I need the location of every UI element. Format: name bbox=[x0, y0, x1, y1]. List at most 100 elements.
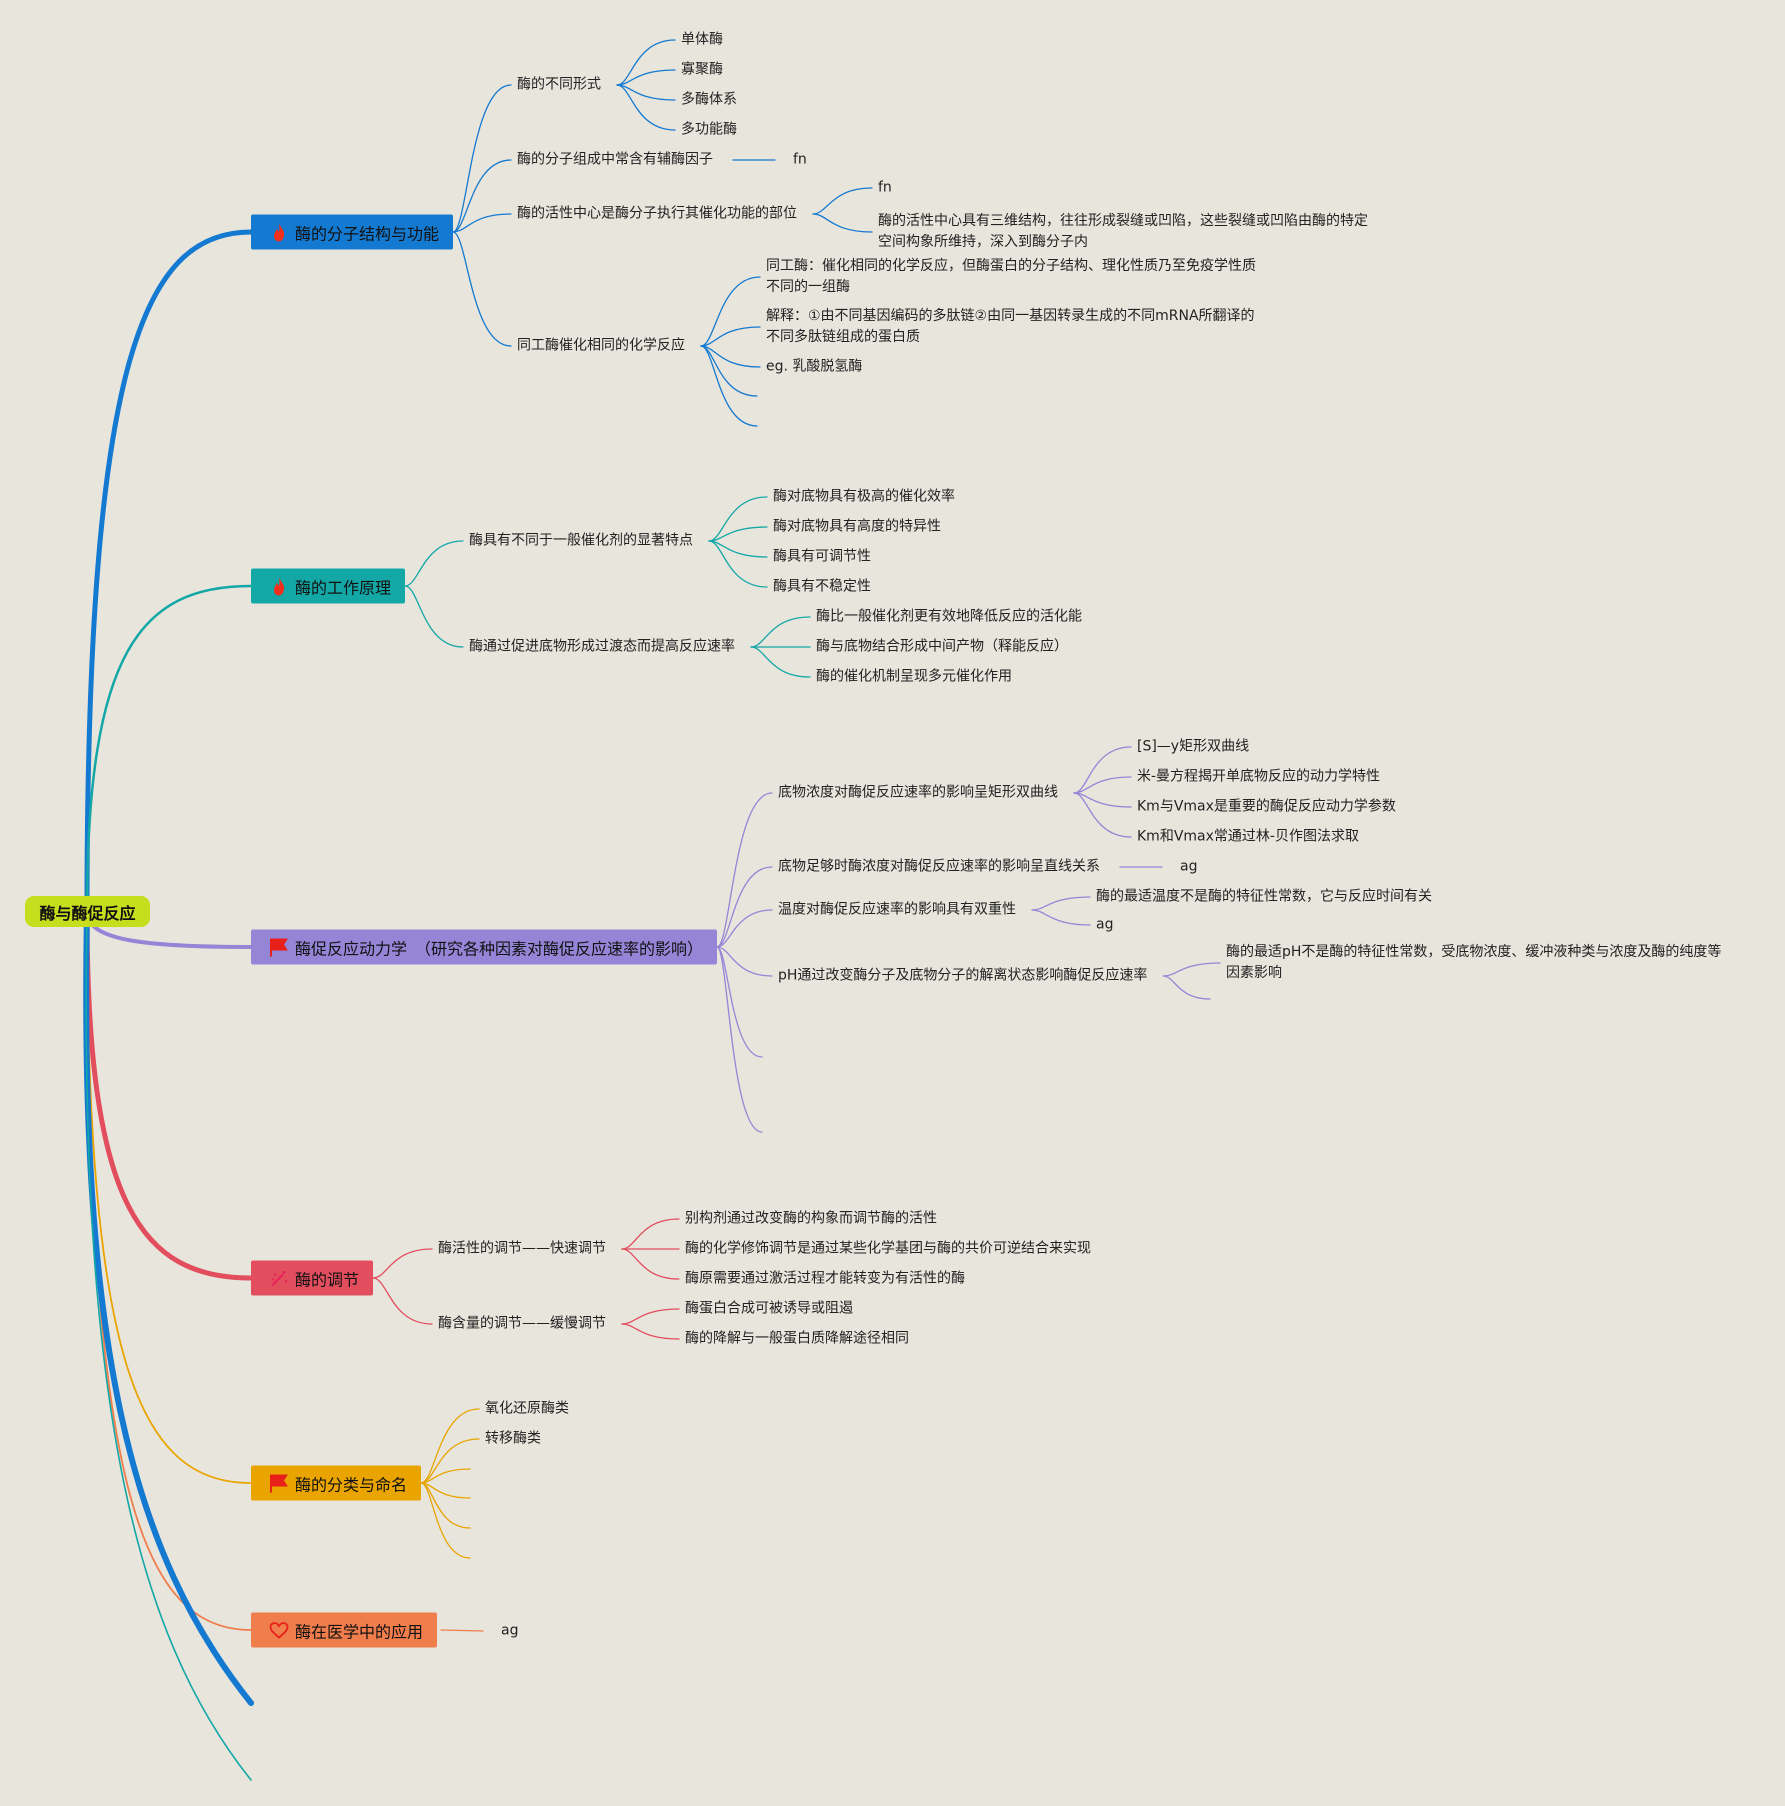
topic-connector bbox=[1073, 792, 1132, 808]
leaf-topic[interactable]: fn bbox=[878, 179, 892, 196]
leaf-topic[interactable]: 酶比一般催化剂更有效地降低反应的活化能 bbox=[816, 608, 1082, 625]
branch-medical-application[interactable]: 酶在医学中的应用 bbox=[251, 1612, 438, 1648]
topic-connector bbox=[616, 84, 676, 101]
leaf-topic[interactable]: 酶对底物具有极高的催化效率 bbox=[773, 488, 955, 505]
topic-connector bbox=[452, 84, 512, 233]
branch-label: 酶的调节 bbox=[295, 1270, 360, 1289]
topic-connector bbox=[452, 231, 512, 347]
branch-classification[interactable]: 酶的分类与命名 bbox=[251, 1465, 422, 1501]
leaf-topic[interactable]: 米-曼方程揭开单底物反应的动力学特性 bbox=[1137, 768, 1381, 785]
topic-connector bbox=[1162, 962, 1221, 977]
subtopic[interactable]: ag bbox=[501, 1622, 519, 1639]
leaf-topic[interactable]: 酶的化学修饰调节是通过某些化学基团与酶的共价可逆结合来实现 bbox=[685, 1240, 1091, 1257]
leaf-topic[interactable]: 酶具有可调节性 bbox=[773, 548, 871, 565]
topic-connector bbox=[404, 540, 464, 587]
subtopic[interactable]: 底物足够时酶浓度对酶促反应速率的影响呈直线关系 bbox=[778, 858, 1100, 875]
subtopic[interactable]: 酶具有不同于一般催化剂的显著特点 bbox=[469, 532, 693, 549]
topic-connector bbox=[700, 345, 758, 427]
topic-connector bbox=[716, 946, 763, 1058]
leaf-topic[interactable]: 解释：①由不同基因编码的多肽链②由同一基因转录生成的不同mRNA所翻译的 不同多… bbox=[766, 308, 1255, 345]
subtopic[interactable]: 酶活性的调节——快速调节 bbox=[438, 1240, 606, 1257]
topic-connector bbox=[440, 1629, 484, 1632]
subtopic[interactable]: 酶的分子组成中常含有辅酶因子 bbox=[517, 151, 713, 168]
subtopic[interactable]: 酶的不同形式 bbox=[517, 76, 601, 93]
empty-topic[interactable] bbox=[757, 396, 758, 397]
leaf-topic[interactable]: Km和Vmax常通过林-贝作图法求取 bbox=[1137, 828, 1359, 845]
leaf-topic[interactable]: 酶具有不稳定性 bbox=[773, 578, 871, 595]
topic-connector bbox=[716, 946, 773, 977]
subtopic[interactable]: 同工酶催化相同的化学反应 bbox=[517, 337, 685, 354]
empty-topic[interactable] bbox=[470, 1558, 471, 1559]
leaf-topic[interactable]: [S]—y矩形双曲线 bbox=[1137, 738, 1250, 755]
empty-topic[interactable] bbox=[762, 1132, 763, 1133]
branch-molecular-structure[interactable]: 酶的分子结构与功能 bbox=[251, 214, 454, 250]
leaf-topic[interactable]: 多功能酶 bbox=[681, 121, 737, 138]
flag-icon bbox=[269, 937, 289, 957]
leaf-topic[interactable]: 同工酶：催化相同的化学反应，但酶蛋白的分子结构、理化性质乃至免疫学性质 不同的一… bbox=[766, 258, 1256, 295]
subtopic[interactable]: pH通过改变酶分子及底物分子的解离状态影响酶促反应速率 bbox=[778, 967, 1148, 984]
leaf-topic[interactable]: fn bbox=[793, 151, 807, 168]
subtopic[interactable]: 酶通过促进底物形成过渡态而提高反应速率 bbox=[469, 638, 735, 655]
topic-connector bbox=[708, 526, 768, 542]
leaf-topic[interactable]: 寡聚酶 bbox=[681, 61, 723, 78]
branch-working-principle[interactable]: 酶的工作原理 bbox=[251, 568, 406, 604]
leaf-topic[interactable]: 酶的降解与一般蛋白质降解途径相同 bbox=[685, 1330, 909, 1347]
leaf-topic[interactable]: 酶的活性中心具有三维结构，往往形成裂缝或凹陷，这些裂缝或凹陷由酶的特定 空间构象… bbox=[878, 213, 1368, 250]
fire-icon bbox=[269, 576, 289, 596]
leaf-topic[interactable]: 酶对底物具有高度的特异性 bbox=[773, 518, 941, 535]
central-topic[interactable]: 酶与酶促反应 bbox=[25, 896, 150, 927]
branch-label: 酶促反应动力学 （研究各种因素对酶促反应速率的影响） bbox=[295, 939, 704, 958]
topic-connector bbox=[420, 1482, 471, 1559]
topic-connector bbox=[616, 69, 676, 86]
empty-topic[interactable] bbox=[470, 1528, 471, 1529]
subtopic[interactable]: 氧化还原酶类 bbox=[485, 1400, 569, 1417]
subtopic[interactable]: 温度对酶促反应速率的影响具有双重性 bbox=[778, 901, 1016, 918]
heart-icon bbox=[269, 1620, 289, 1640]
topic-connector bbox=[1031, 896, 1091, 911]
leaf-topic[interactable]: Km与Vmax是重要的酶促反应动力学参数 bbox=[1137, 798, 1396, 815]
leaf-topic[interactable]: ag bbox=[1180, 858, 1198, 875]
leaf-topic[interactable]: ag bbox=[1096, 916, 1114, 933]
subtopic[interactable]: 酶的活性中心是酶分子执行其催化功能的部位 bbox=[517, 205, 797, 222]
topic-connector bbox=[708, 540, 768, 558]
topic-connector bbox=[1162, 975, 1211, 1000]
leaf-topic[interactable]: 酶原需要通过激活过程才能转变为有活性的酶 bbox=[685, 1270, 965, 1287]
leaf-topic[interactable]: 酶的最适pH不是酶的特征性常数，受底物浓度、缓冲液种类与浓度及酶的纯度等 因素影… bbox=[1226, 944, 1722, 981]
topic-connector bbox=[716, 792, 773, 948]
topic-connector bbox=[420, 1408, 480, 1484]
topic-connector bbox=[700, 326, 761, 347]
leaf-topic[interactable]: eg. 乳酸脱氢酶 bbox=[766, 358, 863, 375]
topic-connector bbox=[708, 540, 768, 588]
leaf-topic[interactable]: 别构剂通过改变酶的构象而调节酶的活性 bbox=[685, 1210, 937, 1227]
topic-connector bbox=[420, 1438, 480, 1484]
topic-connector bbox=[812, 187, 873, 215]
leaf-topic[interactable]: 酶的催化机制呈现多元催化作用 bbox=[816, 668, 1012, 685]
sparkle-icon bbox=[269, 1268, 289, 1288]
topic-connector bbox=[621, 1218, 680, 1250]
topic-connector bbox=[750, 616, 811, 648]
empty-topic[interactable] bbox=[470, 1469, 471, 1470]
subtopic[interactable]: 酶含量的调节——缓慢调节 bbox=[438, 1315, 606, 1332]
subtopic[interactable]: 底物浓度对酶促反应速率的影响呈矩形双曲线 bbox=[778, 784, 1058, 801]
empty-topic[interactable] bbox=[762, 1057, 763, 1058]
topic-connector bbox=[616, 84, 676, 131]
branch-regulation[interactable]: 酶的调节 bbox=[251, 1260, 374, 1296]
topic-connector bbox=[420, 1468, 471, 1484]
topic-connector bbox=[420, 1482, 471, 1499]
leaf-topic[interactable]: 酶蛋白合成可被诱导或阻遏 bbox=[685, 1300, 853, 1317]
topic-connector bbox=[621, 1323, 680, 1340]
subtopic[interactable]: 转移酶类 bbox=[485, 1430, 541, 1447]
root-branch-line bbox=[84, 909, 254, 1281]
branch-kinetics[interactable]: 酶促反应动力学 （研究各种因素对酶促反应速率的影响） bbox=[251, 929, 718, 965]
root-branch-line bbox=[85, 584, 253, 913]
topic-connector bbox=[1073, 746, 1132, 794]
empty-topic[interactable] bbox=[470, 1498, 471, 1499]
leaf-topic[interactable]: 单体酶 bbox=[681, 31, 723, 48]
leaf-topic[interactable]: 酶的最适温度不是酶的特征性常数，它与反应时间有关 bbox=[1096, 888, 1432, 905]
leaf-topic[interactable]: 多酶体系 bbox=[681, 91, 737, 108]
empty-topic[interactable] bbox=[757, 426, 758, 427]
empty-topic[interactable] bbox=[1210, 999, 1211, 1000]
topic-connector bbox=[1073, 776, 1132, 794]
leaf-topic[interactable]: 酶与底物结合形成中间产物（释能反应） bbox=[816, 638, 1068, 655]
